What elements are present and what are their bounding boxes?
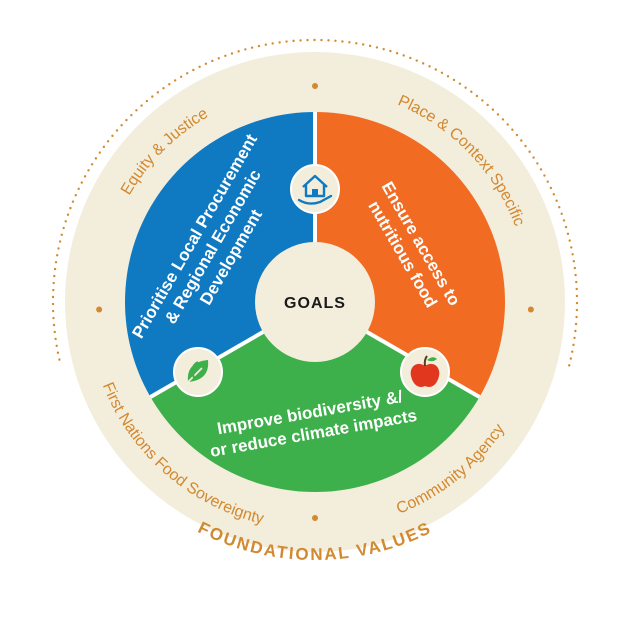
separator-dot (527, 306, 534, 313)
separator-dot (312, 83, 318, 89)
separator-dot (96, 306, 103, 313)
house-hand-icon (290, 164, 340, 214)
separator-dot (312, 515, 318, 521)
center-circle (255, 242, 375, 362)
apple-icon (400, 347, 450, 397)
dotted-border (51, 38, 579, 367)
center-label: GOALS (284, 295, 346, 312)
leaf-icon (173, 347, 223, 397)
value-separators (96, 83, 534, 521)
